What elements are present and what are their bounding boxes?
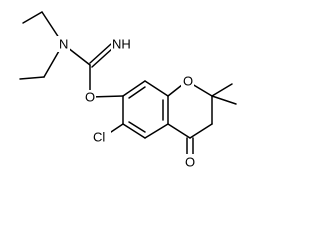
bond-c3-c4 (189, 123, 213, 139)
bond-ring-c7-c8 (122, 80, 146, 97)
bond-ring-c5-c6 (122, 123, 146, 139)
atom-label-o-ring: O (183, 74, 193, 89)
atom-label-o-ketone: O (185, 155, 195, 170)
bond-c2-methyl1 (211, 83, 233, 97)
bond-ethyl2-ch3 (19, 76, 45, 80)
bond-c2-methyl2 (211, 95, 237, 105)
bond-c4-c4a (167, 123, 191, 139)
atom-label-nh: NH (112, 37, 131, 52)
atom-label-cl: Cl (93, 130, 105, 145)
chemical-structure-diagram: N NH O O Cl O (19, 11, 237, 170)
atom-label-o-ether: O (85, 90, 95, 105)
bond-ring-c8-c8a (144, 80, 169, 97)
bond-ring-inner-3 (128, 121, 146, 133)
bond-ring-c4a-c5 (144, 123, 169, 139)
atom-label-n: N (59, 37, 68, 52)
bond-c-nh-double-a (89, 43, 112, 64)
bond-ring-inner-1 (128, 86, 146, 99)
bond-c-nh-double-b (91, 47, 114, 68)
bond-ethyl1-ch3 (22, 11, 43, 24)
